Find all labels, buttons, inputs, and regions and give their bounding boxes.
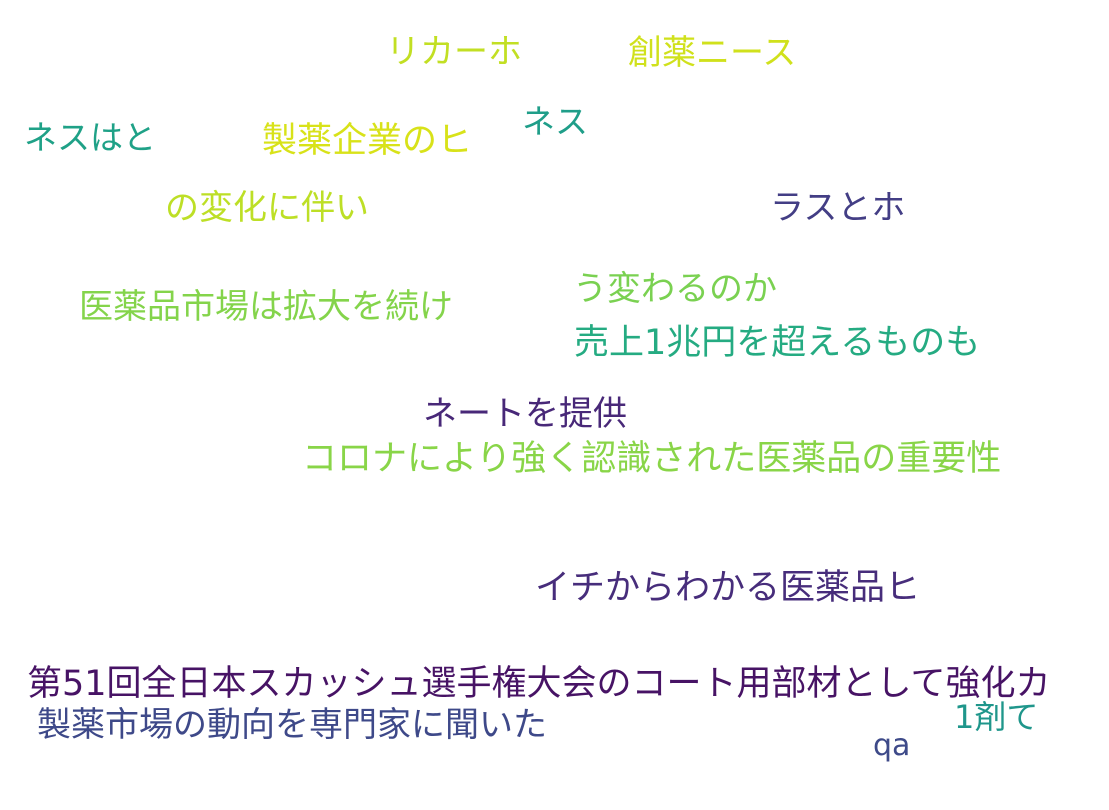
word-ichizai-te: 1剤て [954,698,1039,736]
word-iyakuhin-shijou: 医薬品市場は拡大を続け [79,287,453,327]
word-henka-ni-tomonai: の変化に伴い [165,188,369,228]
word-neto-wo-teikyou: ネートを提供 [423,394,627,434]
word-rasu-toho: ラスとホ [770,188,906,228]
word-seiyaku-shijou-doukou: 製薬市場の動向を専門家に聞いた [37,705,547,745]
word-u-kawaru-noka: う変わるのか [573,269,777,309]
word-rikaho: リカーホ [386,32,522,72]
word-nesu-hato: ネスはと [24,118,156,157]
word-qa: qa [873,728,911,763]
word-seiyaku-kigyou: 製薬企業のヒ [262,121,473,161]
word-nesu: ネス [522,102,588,141]
word-squash-championship: 第51回全日本スカッシュ選手権大会のコート用部材として強化カ [27,664,1051,704]
word-uriage-icchouen: 売上1兆円を超えるものも [574,323,981,363]
word-corona: コロナにより強く認識された医薬品の重要性 [302,439,1002,479]
word-ichi-kara-wakaru: イチからわかる医薬品ヒ [535,568,921,608]
word-souyaku-news: 創薬ニース [628,33,797,73]
